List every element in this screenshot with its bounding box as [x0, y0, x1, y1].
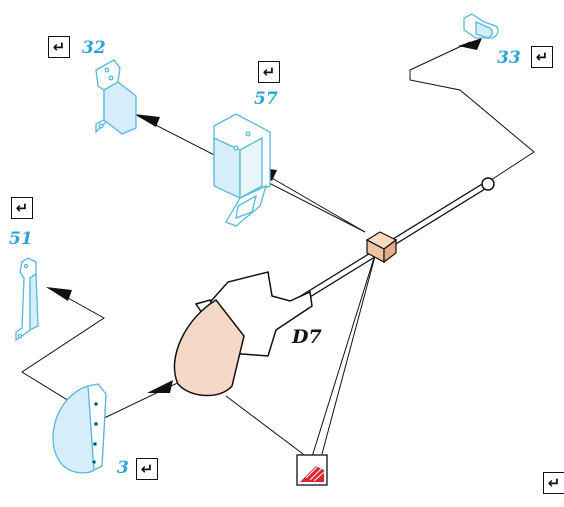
leader-line-grease-rod: [321, 244, 379, 455]
part-label-d7: D7: [292, 326, 322, 348]
return-arrow-icon[interactable]: ↵: [258, 61, 280, 83]
part-3-cover: [52, 383, 107, 474]
callout-3[interactable]: 3: [117, 458, 129, 478]
grease-lubricant-icon: [296, 454, 328, 486]
part-57-bracket: [213, 113, 271, 227]
rod-knob: [481, 177, 495, 191]
arrow-head-33: [458, 38, 482, 50]
arrow-head-32: [134, 114, 160, 127]
return-arrow-icon[interactable]: ↵: [136, 458, 158, 480]
leader-line-grease-block: [310, 244, 379, 461]
leader-line-51: [21, 287, 189, 421]
part-33-cap: [463, 13, 499, 39]
callout-57[interactable]: 57: [254, 89, 278, 109]
shoe-foot: [173, 299, 245, 397]
leader-line-3-up: [225, 395, 312, 461]
arrow-head-3: [147, 380, 173, 393]
leader-line-57: [257, 169, 366, 233]
callout-32[interactable]: 32: [82, 38, 106, 58]
arrow-head-51: [46, 287, 72, 301]
callout-33[interactable]: 33: [497, 48, 521, 68]
callout-51[interactable]: 51: [9, 229, 33, 249]
leader-lines: [21, 41, 535, 461]
return-arrow-icon[interactable]: ↵: [48, 36, 70, 58]
return-arrow-icon[interactable]: ↵: [11, 197, 33, 219]
return-arrow-icon[interactable]: ↵: [531, 46, 553, 68]
slider-block: [365, 231, 398, 264]
part-32-bracket: [95, 59, 137, 135]
part-51-bracket: [15, 257, 39, 342]
return-arrow-icon[interactable]: ↵: [543, 472, 564, 494]
leader-line-33: [375, 41, 535, 256]
